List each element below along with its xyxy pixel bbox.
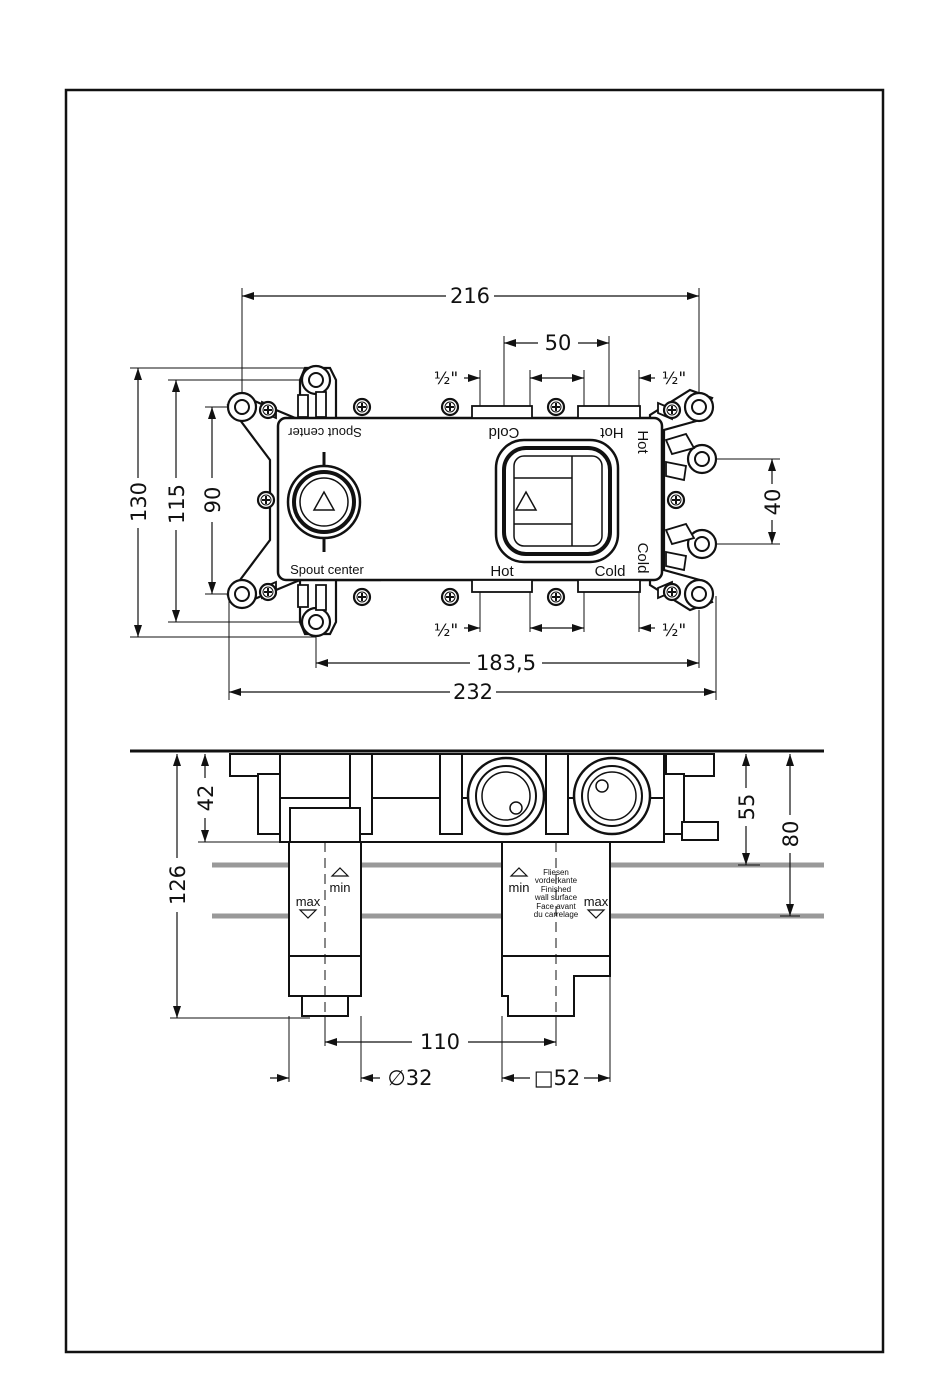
mounting-lug	[228, 580, 256, 608]
top-view: Spout center Spout center Cold Hot Hot C…	[127, 284, 785, 704]
mounting-lug	[228, 393, 256, 421]
vorderkante-label: vorderkante	[535, 876, 578, 885]
max-label-left: max	[296, 894, 321, 909]
dim-216: 216	[450, 284, 490, 308]
dim-50: 50	[545, 331, 572, 355]
mounting-lug	[685, 393, 713, 421]
hot-label-bottom: Hot	[490, 563, 514, 580]
page-border	[66, 90, 883, 1352]
dim-126: 126	[166, 865, 190, 905]
dim-half-inch-tl: ½"	[434, 369, 458, 389]
hot-label-top: Hot	[599, 424, 623, 441]
wall-surface-label: wall surface	[534, 893, 578, 902]
side-view: min max min max Fliesen vorderkante Fini…	[130, 751, 824, 1090]
dim-115: 115	[165, 484, 189, 524]
hot-label-right: Hot	[634, 430, 651, 454]
mounting-lug	[302, 366, 330, 394]
dim-232: 232	[453, 680, 493, 704]
spout-sleeve	[289, 842, 361, 1016]
dim-diameter-32: ∅32	[387, 1066, 432, 1090]
min-label-right: min	[509, 880, 530, 895]
cold-label-bottom: Cold	[595, 563, 626, 580]
mounting-lug	[685, 580, 713, 608]
cold-label-right: Cold	[634, 543, 651, 574]
du-carrelage-label: du carrelage	[534, 910, 579, 919]
mixer-cartridge	[496, 440, 618, 562]
mounting-lug	[302, 608, 330, 636]
min-label-left: min	[330, 880, 351, 895]
dim-55: 55	[735, 794, 759, 821]
spout-center-label-bottom: Spout center	[290, 562, 364, 577]
max-label-right: max	[584, 894, 609, 909]
dim-110: 110	[420, 1030, 460, 1054]
dim-80: 80	[779, 821, 803, 848]
dim-90: 90	[201, 487, 225, 514]
cold-label-top: Cold	[489, 424, 520, 441]
spout-center-label-top: Spout center	[287, 425, 361, 440]
dim-40: 40	[761, 489, 785, 516]
dim-130: 130	[127, 482, 151, 522]
dim-half-inch-br: ½"	[662, 621, 686, 641]
dim-half-inch-bl: ½"	[434, 621, 458, 641]
dim-183-5: 183,5	[476, 651, 536, 675]
dim-42: 42	[194, 785, 218, 812]
dim-half-inch-tr: ½"	[662, 369, 686, 389]
dim-square-52: □52	[534, 1066, 581, 1090]
